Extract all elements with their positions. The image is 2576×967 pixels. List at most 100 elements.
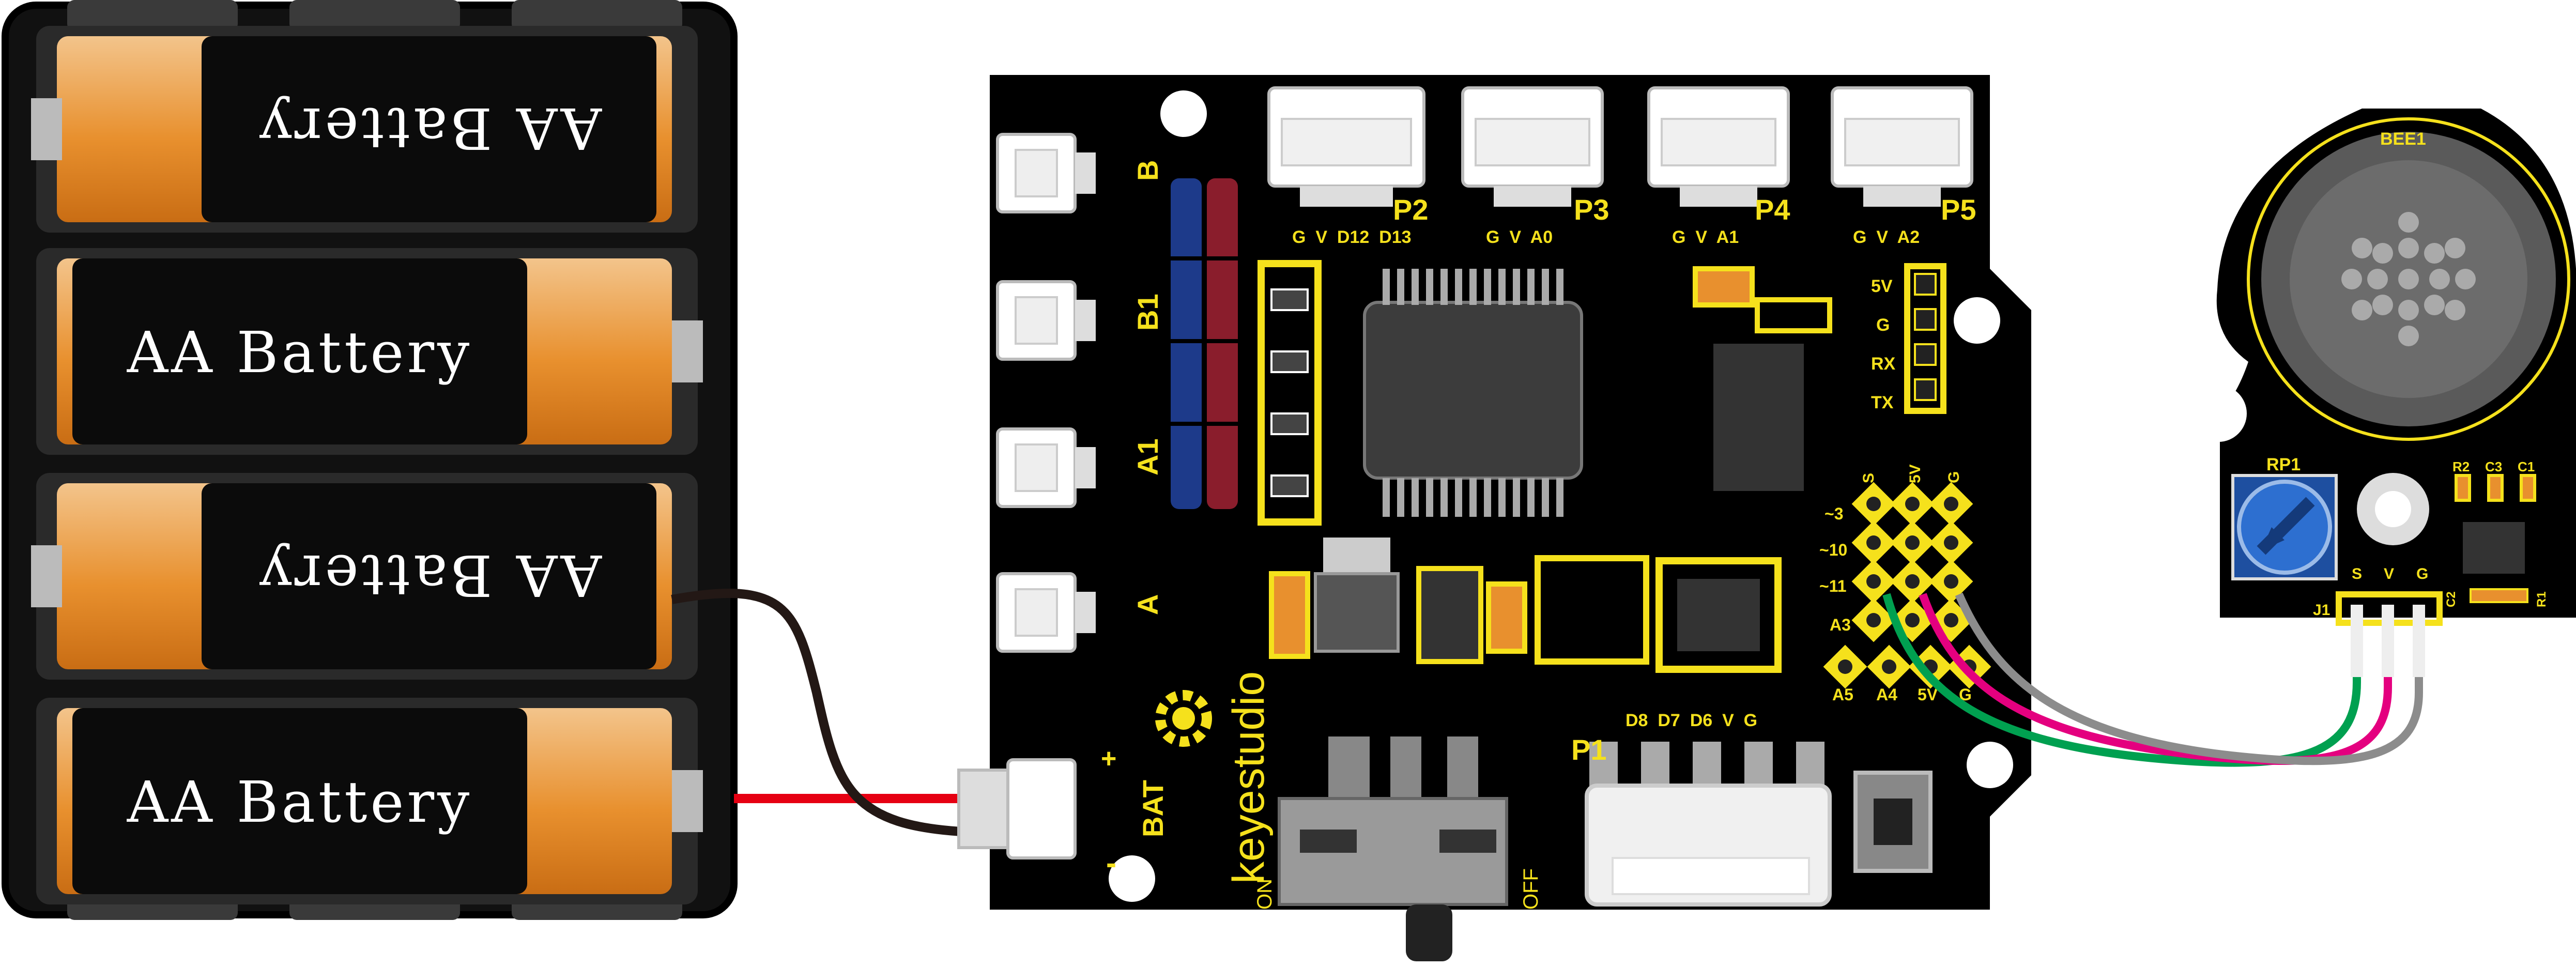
motor-driver-board xyxy=(957,75,2031,961)
top-connector xyxy=(1647,86,1790,207)
capacitor xyxy=(1486,581,1527,654)
header-bottom-a4: A4 xyxy=(1876,685,1897,704)
speaker-hole xyxy=(2367,269,2388,289)
battery-label: AA Battery xyxy=(256,542,603,608)
regulator xyxy=(1314,572,1400,653)
header-row-10: ~10 xyxy=(1819,541,1847,559)
port-p1-pins: D8 D7 D6 V G xyxy=(1626,711,1757,730)
speaker-hole xyxy=(2445,300,2465,320)
header-row-3: ~3 xyxy=(1824,504,1843,523)
part-c1: C1 xyxy=(2518,459,2535,474)
top-connector xyxy=(1831,86,1973,207)
green-wire xyxy=(1882,593,2361,767)
header-row-11: ~11 xyxy=(1819,577,1847,595)
port-p3-name: P3 xyxy=(1574,193,1609,226)
speaker-hole xyxy=(2424,295,2445,315)
battery-label: AA Battery xyxy=(256,95,603,161)
buzzer-name: BEE1 xyxy=(2380,129,2426,149)
header-bottom-a5: A5 xyxy=(1832,685,1853,704)
battery-label: AA Battery xyxy=(127,319,473,386)
jumper-blocks xyxy=(1171,178,1238,509)
port-p3-pins: G V A0 xyxy=(1486,227,1553,247)
battery-cell: AA Battery xyxy=(36,698,703,904)
mount-hole xyxy=(1954,297,2000,344)
header-row-a3: A3 xyxy=(1830,616,1851,634)
speaker-hole xyxy=(2398,300,2419,320)
speaker-hole xyxy=(2429,269,2450,289)
resistor-column xyxy=(1258,260,1322,526)
brand-label: keyestudio xyxy=(1224,671,1274,884)
port-p4-pins: G V A1 xyxy=(1672,227,1739,247)
magenta-wire xyxy=(1919,593,2392,765)
serial-pin-g: G xyxy=(1876,315,1890,335)
part-r1: R1 xyxy=(2535,591,2549,607)
motor-connector xyxy=(996,427,1096,508)
header-bottom-5v: 5V xyxy=(1918,685,1938,704)
serial-header xyxy=(1904,263,1946,414)
sop-chip xyxy=(1713,344,1804,491)
top-connector xyxy=(1267,86,1425,207)
header-col-5v: 5V xyxy=(1907,464,1924,483)
speaker-hole xyxy=(2341,269,2362,289)
battery-pack: AA Battery AA Battery AA Battery AA Battery xyxy=(2,0,738,920)
speaker-hole xyxy=(2398,269,2419,289)
port-p4-name: P4 xyxy=(1755,193,1790,226)
speaker-hole xyxy=(2352,238,2372,258)
serial-pin-tx: TX xyxy=(1871,393,1894,412)
bat-plus-label: + xyxy=(1101,744,1116,774)
battery-cell: AA Battery xyxy=(31,473,698,680)
motor-port-label-a1: A1 xyxy=(1131,438,1164,475)
header-col-s: S xyxy=(1860,473,1877,483)
power-switch[interactable] xyxy=(1278,736,1508,961)
speaker-hole xyxy=(2398,238,2419,258)
speaker-hole xyxy=(2398,212,2419,233)
diode xyxy=(1416,566,1483,664)
port-p5-name: P5 xyxy=(1941,193,1976,226)
serial-pin-rx: RX xyxy=(1871,354,1896,374)
buzzer-pin-v: V xyxy=(2384,565,2394,582)
potentiometer[interactable] xyxy=(2231,474,2338,580)
part-r2: R2 xyxy=(2452,459,2470,474)
motor-port-label-b: B xyxy=(1131,160,1164,181)
pot-name: RP1 xyxy=(2266,455,2301,474)
port-p1-name: P1 xyxy=(1571,733,1607,766)
mount-hole xyxy=(1967,742,2013,788)
gray-wire xyxy=(1955,592,2423,765)
black-wire xyxy=(671,589,972,837)
part-c2: C2 xyxy=(2444,591,2458,607)
speaker-hole xyxy=(2445,238,2465,258)
bat-minus-label: - xyxy=(1106,846,1116,880)
speaker-hole xyxy=(2372,295,2393,315)
motor-connector xyxy=(996,133,1096,213)
capacitor xyxy=(1269,571,1310,659)
connector-name: J1 xyxy=(2313,602,2330,619)
speaker-hole xyxy=(2372,243,2393,264)
motor-port-label-a: A xyxy=(1131,594,1164,615)
speaker-hole xyxy=(2352,300,2372,320)
speaker-hole xyxy=(2398,326,2419,346)
port-p2-name: P2 xyxy=(1393,193,1429,226)
driver-chip xyxy=(1363,269,1583,517)
speaker-hole xyxy=(2424,243,2445,264)
regulator-tab xyxy=(1323,538,1390,574)
port-p5-pins: G V A2 xyxy=(1853,227,1920,247)
part-c3: C3 xyxy=(2485,459,2502,474)
bat-connector xyxy=(957,758,1077,859)
battery-cell: AA Battery xyxy=(36,248,703,455)
battery-label: AA Battery xyxy=(127,769,473,835)
switch-on-label: ON xyxy=(1253,879,1276,910)
buzzer-pin-s: S xyxy=(2352,565,2362,582)
reset-button[interactable] xyxy=(1853,771,1933,873)
top-connector xyxy=(1461,86,1604,207)
keyestudio-logo-icon xyxy=(1155,690,1212,747)
mount-hole xyxy=(1160,90,1207,137)
small-chip xyxy=(1677,579,1760,651)
serial-pin-5v: 5V xyxy=(1871,277,1893,296)
battery-cell: AA Battery xyxy=(31,26,698,233)
motor-connector xyxy=(996,572,1096,653)
speaker-hole xyxy=(2455,269,2476,289)
header-col-g: G xyxy=(1945,471,1962,483)
motor-connector xyxy=(996,280,1096,361)
mount-hole xyxy=(1109,855,1155,902)
